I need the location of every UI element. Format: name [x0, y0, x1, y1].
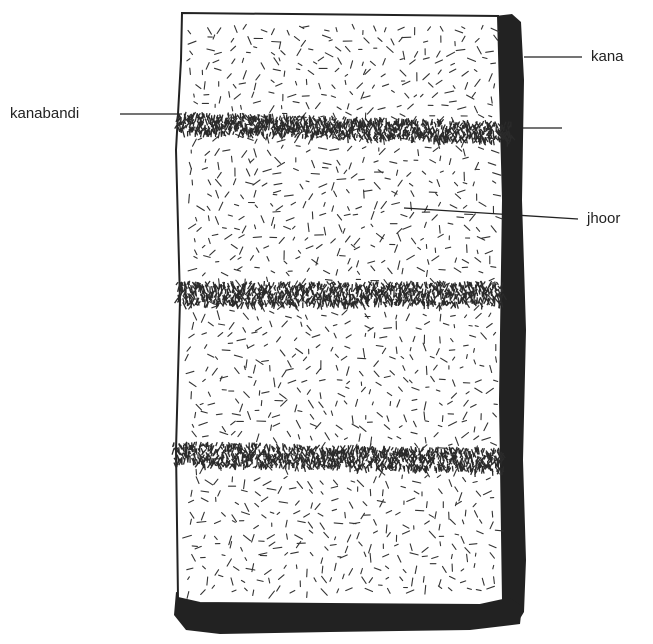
pile-dash: [322, 315, 327, 316]
pile-dash: [469, 326, 472, 327]
pile-dash: [189, 194, 190, 203]
pile-dash: [386, 525, 387, 533]
pile-dash: [425, 147, 431, 148]
pile-dash: [390, 402, 391, 406]
pile-dash: [491, 63, 496, 64]
pile-dash: [440, 542, 441, 546]
pile-dash: [255, 267, 259, 268]
pile-dash: [440, 314, 441, 321]
pile-dash: [284, 71, 285, 76]
pile-dash: [194, 239, 195, 242]
kana-label: kana: [591, 49, 624, 64]
pile-dash: [222, 555, 225, 556]
pile-dash: [323, 167, 329, 168]
pile-dash: [425, 421, 428, 422]
kanabandi-label: kanabandi: [10, 106, 79, 121]
pile-dash: [440, 337, 441, 343]
pile-dash: [457, 217, 464, 218]
pile-dash: [422, 556, 427, 557]
pile-dash: [442, 105, 448, 106]
pile-dash: [469, 544, 477, 545]
pile-dash: [274, 225, 275, 229]
pile-dash: [326, 280, 333, 281]
pile-dash: [248, 377, 252, 378]
pile-dash: [194, 94, 195, 97]
pile-dash: [475, 326, 478, 327]
pile-dash: [296, 69, 299, 70]
pile-dash: [241, 105, 242, 109]
pile-dash: [345, 512, 346, 517]
pile-dash: [383, 490, 384, 496]
pile-dash: [465, 510, 466, 516]
pile-dash: [467, 355, 468, 359]
pile-dash: [492, 511, 493, 517]
pile-dash: [475, 553, 476, 556]
pile-dash: [205, 159, 206, 162]
pile-dash: [427, 502, 428, 508]
pile-dash: [495, 530, 503, 531]
pile-dash: [248, 304, 249, 307]
pile-dash: [254, 47, 257, 48]
pile-dash: [298, 411, 302, 412]
pile-dash: [296, 146, 300, 147]
pile-dash: [359, 179, 365, 180]
pile-dash: [442, 416, 443, 422]
pile-dash: [423, 577, 424, 583]
pile-dash: [416, 510, 424, 511]
pile-dash: [311, 174, 319, 175]
pile-dash: [449, 350, 454, 351]
pile-dash: [190, 68, 191, 74]
pile-dash: [337, 179, 346, 180]
jhoor-label: jhoor: [587, 211, 620, 226]
pile-dash: [345, 80, 346, 84]
pile-dash: [192, 546, 197, 547]
pile-dash: [474, 564, 475, 568]
pile-dash: [272, 42, 280, 43]
pile-dash: [321, 289, 322, 293]
pile-dash: [261, 401, 262, 406]
pile-dash: [296, 565, 297, 569]
pile-dash: [353, 214, 357, 215]
pile-dash: [491, 267, 496, 268]
pile-dash: [410, 348, 411, 351]
pile-dash: [306, 181, 309, 182]
pile-dash: [464, 345, 469, 346]
pile-dash: [358, 358, 366, 359]
pile-dash: [455, 534, 459, 535]
pile-dash: [223, 228, 227, 229]
pile-dash: [253, 237, 261, 238]
pile-dash: [222, 350, 230, 351]
pile-dash: [273, 212, 280, 213]
pile-dash: [474, 349, 475, 353]
pile-dash: [477, 250, 478, 253]
pile-dash: [439, 226, 440, 234]
pile-dash: [454, 325, 455, 328]
pile-dash: [232, 156, 233, 162]
pile-dash: [402, 475, 403, 479]
pile-dash: [321, 116, 324, 117]
pile-dash: [384, 328, 392, 329]
pile-dash: [426, 366, 427, 374]
pile-dash: [365, 333, 366, 336]
pile-dash: [322, 566, 323, 573]
